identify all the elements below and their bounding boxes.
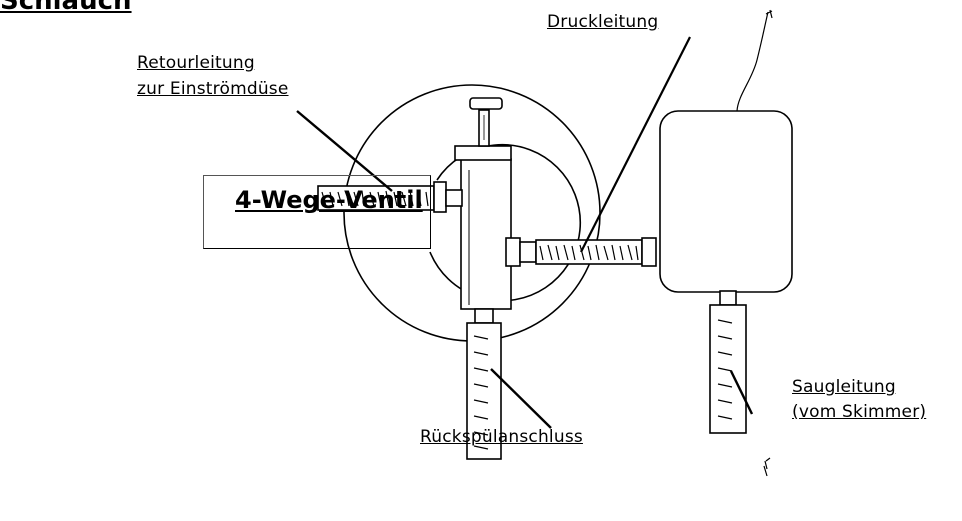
valve-label-box: 4-Wege-Ventil <box>203 175 431 249</box>
label-saug: Saugleitung <box>792 377 896 397</box>
label-retour-line2: zur Einströmdüse <box>137 79 289 99</box>
pump-housing <box>659 110 793 293</box>
page-heading: Schlauch <box>0 0 132 16</box>
saug-hose <box>709 290 747 434</box>
leader-rueckspuel <box>490 368 552 429</box>
label-saug-line2: (vom Skimmer) <box>792 402 927 422</box>
rueckspuel-hose <box>466 308 502 460</box>
label-retour: Retourleitung <box>137 53 255 73</box>
valve-cap <box>454 145 512 161</box>
retour-hose <box>317 181 463 213</box>
leader-saug <box>729 370 754 415</box>
leader-retour <box>296 110 393 192</box>
label-rueckspuel: Rückspülanschluss <box>420 427 583 447</box>
valve-box-label: 4-Wege-Ventil <box>235 186 423 214</box>
druck-hose <box>505 237 657 267</box>
pump-cable <box>736 11 769 112</box>
label-druck: Druckleitung <box>547 12 659 32</box>
leader-druck <box>580 36 691 253</box>
valve-handle <box>469 97 503 110</box>
